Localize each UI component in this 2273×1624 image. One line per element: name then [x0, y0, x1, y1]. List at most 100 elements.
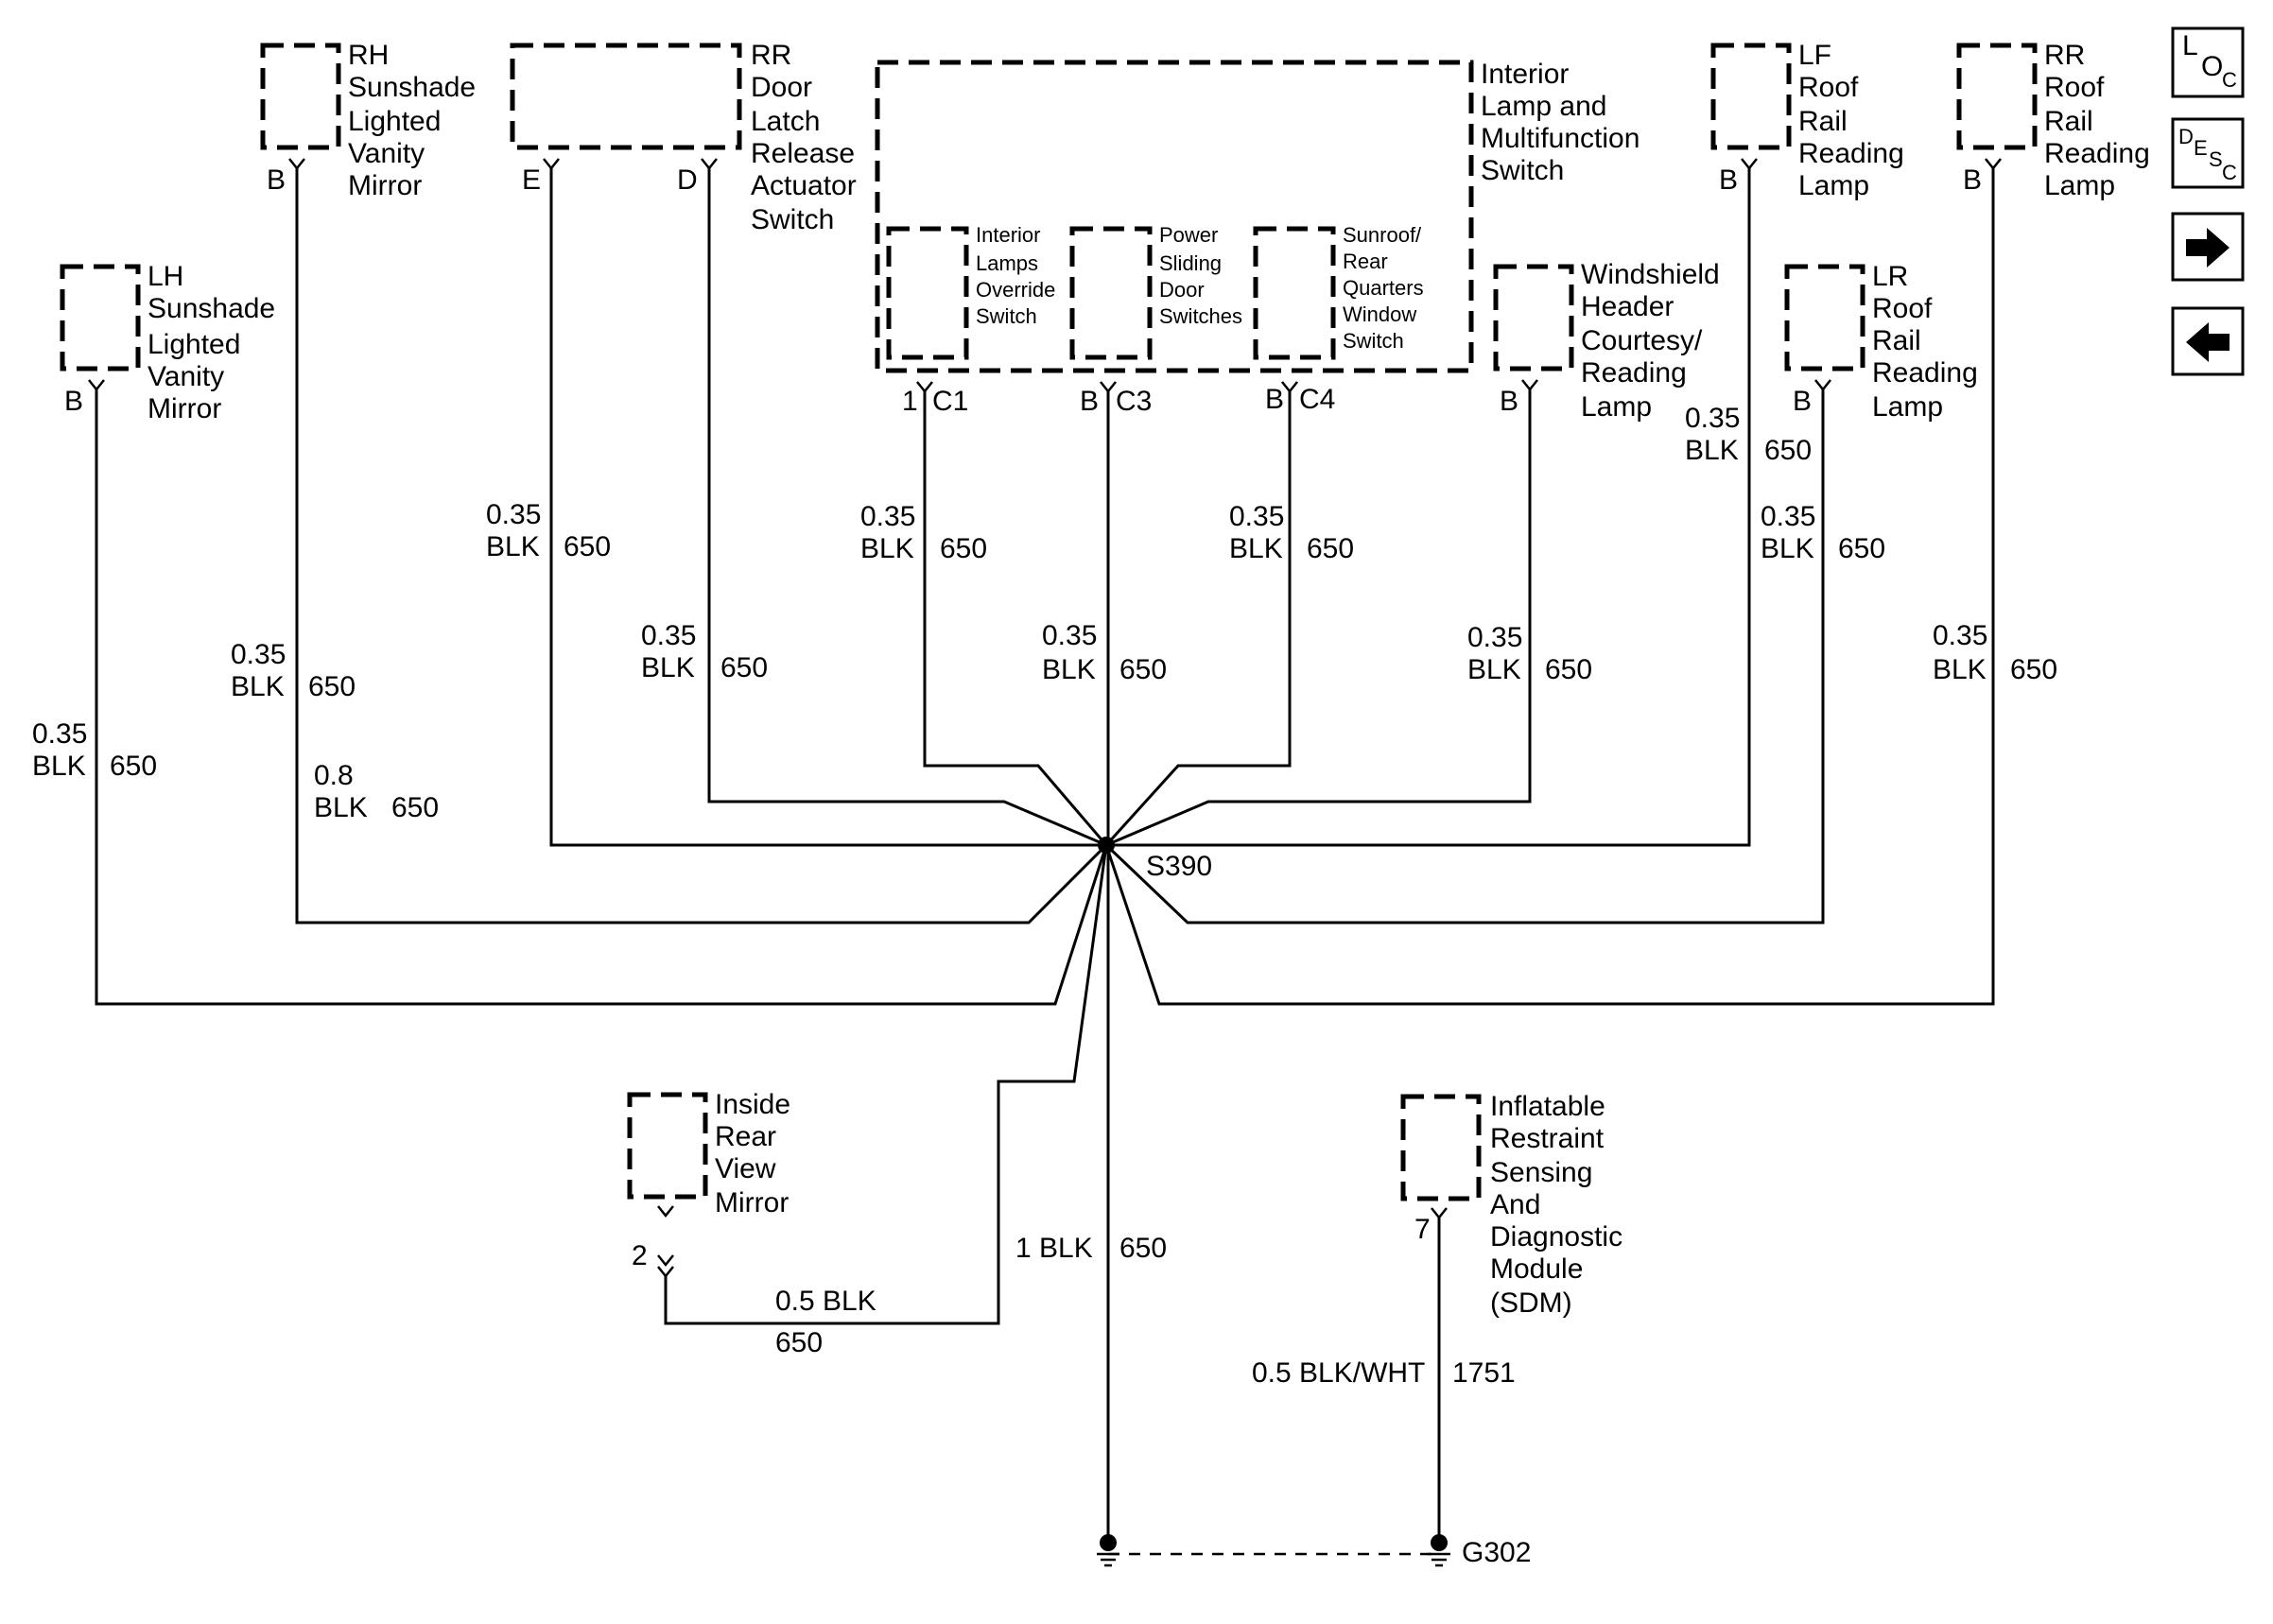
svg-text:650: 650: [110, 751, 157, 782]
svg-text:(SDM): (SDM): [1490, 1287, 1572, 1319]
svg-text:Roof: Roof: [1872, 293, 1933, 324]
svg-text:Courtesy/: Courtesy/: [1581, 325, 1703, 356]
windshield-lamp-label: Windshield Header Courtesy/ Reading Lamp: [1581, 259, 1720, 423]
svg-text:0.35: 0.35: [641, 620, 696, 651]
svg-text:Inside: Inside: [715, 1089, 790, 1120]
svg-text:2: 2: [632, 1240, 648, 1271]
sdm-label: Inflatable Restraint Sensing And Diagnos…: [1490, 1091, 1622, 1319]
svg-text:0.35: 0.35: [32, 718, 87, 750]
svg-text:Switch: Switch: [751, 204, 834, 235]
svg-text:650: 650: [1545, 654, 1592, 685]
svg-text:650: 650: [720, 652, 768, 683]
interior-lamps-override-box: [886, 226, 969, 360]
svg-text:Switch: Switch: [1343, 329, 1404, 353]
power-sliding-door-label: Power Sliding Door Switches: [1159, 223, 1242, 328]
wire-lf-roof: [1106, 168, 1751, 847]
svg-text:Sunshade: Sunshade: [348, 72, 476, 103]
svg-text:650: 650: [940, 533, 987, 564]
svg-text:And: And: [1490, 1189, 1540, 1220]
svg-text:Rail: Rail: [1798, 106, 1848, 137]
svg-text:650: 650: [564, 531, 611, 562]
svg-text:BLK: BLK: [231, 671, 285, 702]
svg-text:Rear: Rear: [715, 1121, 776, 1152]
interior-lamps-override-label: Interior Lamps Override Switch: [976, 223, 1055, 328]
wire-rr-door-d: [707, 168, 1107, 847]
connector-symbols: [88, 158, 2002, 1279]
svg-text:LF: LF: [1798, 40, 1831, 71]
svg-text:BLK: BLK: [1229, 533, 1283, 564]
svg-text:Lamp: Lamp: [1798, 170, 1869, 201]
svg-text:E: E: [2194, 136, 2208, 160]
svg-text:Windshield: Windshield: [1581, 259, 1720, 290]
wire-c1: [923, 391, 1108, 846]
lf-roof-lamp-label: LF Roof Rail Reading Lamp: [1798, 40, 1904, 201]
svg-text:BLK: BLK: [486, 531, 540, 562]
svg-text:Reading: Reading: [1581, 357, 1687, 389]
svg-text:C1: C1: [932, 386, 968, 417]
svg-text:B: B: [1793, 386, 1812, 417]
sunroof-switch-label: Sunroof/ Rear Quarters Window Switch: [1343, 223, 1424, 353]
sdm-box: [1400, 1094, 1482, 1201]
svg-text:Mirror: Mirror: [147, 393, 221, 424]
wire-labels: 0.35 BLK 650 0.35 BLK 650 0.8 BLK 650 0.…: [32, 403, 2057, 1568]
svg-text:650: 650: [2010, 654, 2057, 685]
svg-text:Switches: Switches: [1159, 304, 1242, 328]
ground-label: G302: [1462, 1537, 1531, 1568]
svg-text:650: 650: [1764, 435, 1812, 466]
power-sliding-door-box: [1069, 226, 1153, 360]
wire-rr-door-e: [549, 168, 1106, 847]
svg-text:B: B: [1080, 386, 1099, 417]
svg-text:Roof: Roof: [1798, 72, 1859, 103]
svg-text:BLK: BLK: [641, 652, 695, 683]
svg-text:650: 650: [1119, 1233, 1167, 1264]
svg-text:C3: C3: [1116, 386, 1152, 417]
svg-text:BLK: BLK: [1685, 435, 1739, 466]
svg-text:Header: Header: [1581, 291, 1674, 322]
wire-rr-roof: [1104, 168, 1995, 1006]
lh-mirror-box: [60, 264, 141, 371]
svg-text:1: 1: [902, 386, 918, 417]
svg-text:Door: Door: [1159, 278, 1205, 302]
svg-text:1751: 1751: [1452, 1357, 1516, 1389]
loc-button[interactable]: L O C: [2171, 26, 2245, 98]
back-button[interactable]: [2171, 306, 2245, 376]
svg-text:650: 650: [391, 792, 439, 823]
svg-text:RH: RH: [348, 40, 389, 71]
svg-text:1 BLK: 1 BLK: [1015, 1233, 1093, 1264]
desc-button[interactable]: D E S C: [2171, 117, 2245, 189]
svg-text:B: B: [267, 164, 286, 196]
svg-text:Lighted: Lighted: [147, 329, 240, 360]
svg-text:LR: LR: [1872, 261, 1908, 292]
svg-text:BLK: BLK: [1933, 654, 1987, 685]
svg-text:Latch: Latch: [751, 106, 820, 137]
svg-text:BLK: BLK: [32, 751, 86, 782]
svg-text:Lamp: Lamp: [1872, 391, 1943, 423]
svg-text:Sensing: Sensing: [1490, 1157, 1592, 1188]
svg-text:C4: C4: [1299, 384, 1335, 415]
pin-labels: B B E D 1 C1 B C3 B C4 B B B B 2 7: [64, 164, 1982, 1271]
svg-text:Interior: Interior: [976, 223, 1040, 247]
svg-text:Switch: Switch: [1481, 155, 1564, 186]
wire-inside-mirror: [664, 844, 1108, 1325]
svg-text:Mirror: Mirror: [715, 1187, 789, 1218]
right-arrow-icon: [2186, 228, 2230, 268]
svg-text:0.35: 0.35: [1042, 620, 1097, 651]
ground-node-main: [1100, 1534, 1117, 1551]
svg-text:B: B: [1963, 164, 1982, 196]
svg-text:Release: Release: [751, 138, 855, 169]
forward-button[interactable]: [2171, 212, 2245, 282]
svg-text:B: B: [1500, 386, 1518, 417]
svg-text:Lamp: Lamp: [1581, 391, 1652, 423]
interior-switch-label: Interior Lamp and Multifunction Switch: [1481, 59, 1640, 186]
svg-text:BLK: BLK: [1761, 533, 1814, 564]
svg-text:Diagnostic: Diagnostic: [1490, 1221, 1622, 1253]
svg-text:Vanity: Vanity: [147, 361, 224, 392]
svg-text:Rail: Rail: [1872, 325, 1921, 356]
svg-text:Quarters: Quarters: [1343, 276, 1424, 300]
svg-text:Rear: Rear: [1343, 250, 1388, 273]
svg-text:C: C: [2222, 161, 2237, 184]
svg-text:650: 650: [775, 1327, 823, 1358]
left-arrow-icon: [2186, 322, 2230, 362]
svg-text:Reading: Reading: [1798, 138, 1904, 169]
